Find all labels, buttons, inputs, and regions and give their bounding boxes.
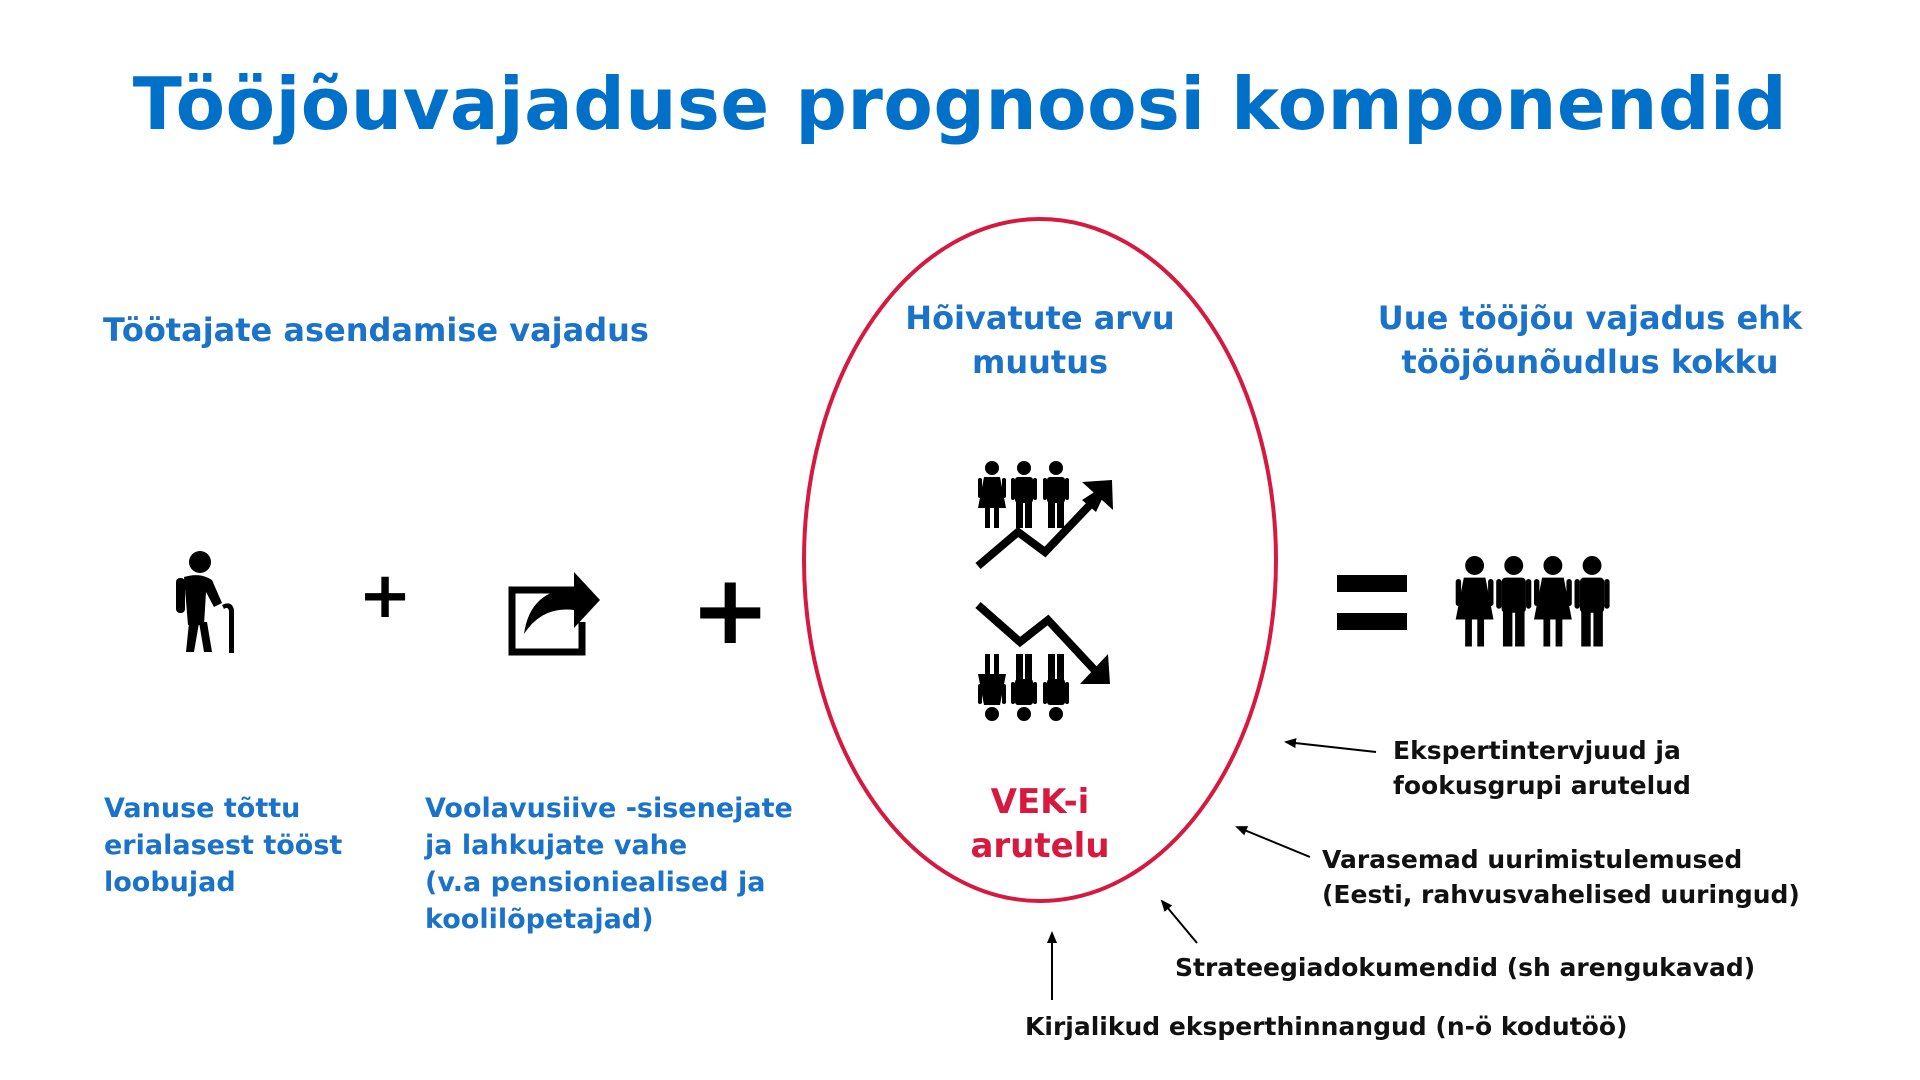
source-strategy: Strateegiadokumendid (sh arengukavad): [1175, 953, 1756, 982]
replacement-heading: Töötajate asendamise vajadus: [103, 311, 649, 349]
vek-discussion-label: VEK-i arutelu: [970, 782, 1110, 866]
group-of-people-icon: [1455, 556, 1610, 647]
source-interviews: Ekspertintervjuud ja fookusgrupi arutelu…: [1393, 736, 1691, 800]
age-caption: Vanuse tõttu erialasest tööst loobujad: [104, 793, 343, 898]
source-arrows: [1047, 738, 1377, 1000]
employment-change-heading: Hõivatute arvu muutus: [905, 299, 1175, 381]
source-research: Varasemad uurimistulemused (Eesti, rahvu…: [1322, 845, 1800, 909]
elderly-person-with-cane-icon: [176, 551, 234, 653]
plus-sign-1: +: [358, 559, 412, 633]
flow-caption: Voolavusiive -sisenejate ja lahkujate va…: [425, 793, 793, 935]
share-exit-arrow-icon: [508, 572, 600, 656]
equals-icon: [1337, 575, 1407, 630]
total-heading: Uue tööjõu vajadus ehk tööjõunõudlus kok…: [1377, 299, 1803, 381]
people-growth-arrow-icon: [975, 461, 1113, 570]
page-title: Tööjõuvajaduse prognoosi komponendid: [132, 62, 1788, 146]
vek-ellipse: [802, 217, 1278, 903]
plus-sign-2: +: [690, 554, 771, 666]
source-written: Kirjalikud eksperthinnangud (n-ö kodutöö…: [1025, 1012, 1628, 1041]
people-decline-arrow-icon: [975, 601, 1110, 721]
